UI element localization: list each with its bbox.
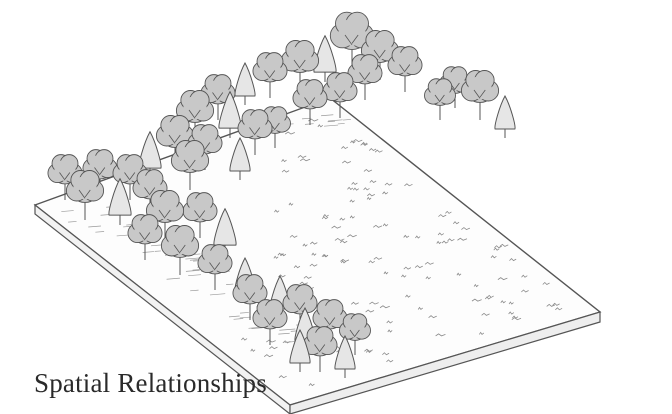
deciduous-canopy-core <box>153 196 176 219</box>
deciduous-canopy-core <box>345 318 364 337</box>
deciduous-canopy-core <box>288 46 311 69</box>
deciduous-canopy-core <box>259 58 280 79</box>
deciduous-canopy-core <box>189 198 210 219</box>
deciduous-canopy-core <box>289 290 310 311</box>
deciduous-canopy-core <box>183 96 206 119</box>
slab-top-face <box>35 98 600 405</box>
deciduous-canopy-core <box>354 60 375 81</box>
deciduous-canopy-core <box>239 280 260 301</box>
conifer-crown <box>495 96 515 129</box>
deciduous-tree <box>461 70 498 120</box>
deciduous-canopy-core <box>259 305 280 326</box>
deciduous-canopy-core <box>168 231 191 254</box>
deciduous-canopy-core <box>309 332 330 353</box>
deciduous-tree <box>425 79 456 120</box>
conifer-tree <box>235 63 255 105</box>
deciduous-canopy-core <box>319 305 340 326</box>
deciduous-tree <box>388 47 422 92</box>
deciduous-canopy-core <box>244 115 265 136</box>
ground-slab <box>35 98 600 414</box>
deciduous-canopy-core <box>73 176 96 199</box>
deciduous-canopy-core <box>338 19 365 46</box>
conifer-tree <box>495 96 515 138</box>
deciduous-canopy-core <box>329 78 350 99</box>
diagram-caption: Spatial Relationships <box>34 368 267 399</box>
deciduous-canopy-core <box>204 250 225 271</box>
deciduous-canopy-core <box>394 52 415 73</box>
deciduous-tree <box>253 53 287 98</box>
deciduous-canopy-core <box>299 85 320 106</box>
deciduous-canopy-core <box>178 146 201 169</box>
deciduous-canopy-core <box>468 76 491 99</box>
deciduous-canopy-core <box>430 83 449 102</box>
conifer-crown <box>235 63 255 96</box>
deciduous-canopy-core <box>207 80 228 101</box>
deciduous-canopy-core <box>134 220 155 241</box>
